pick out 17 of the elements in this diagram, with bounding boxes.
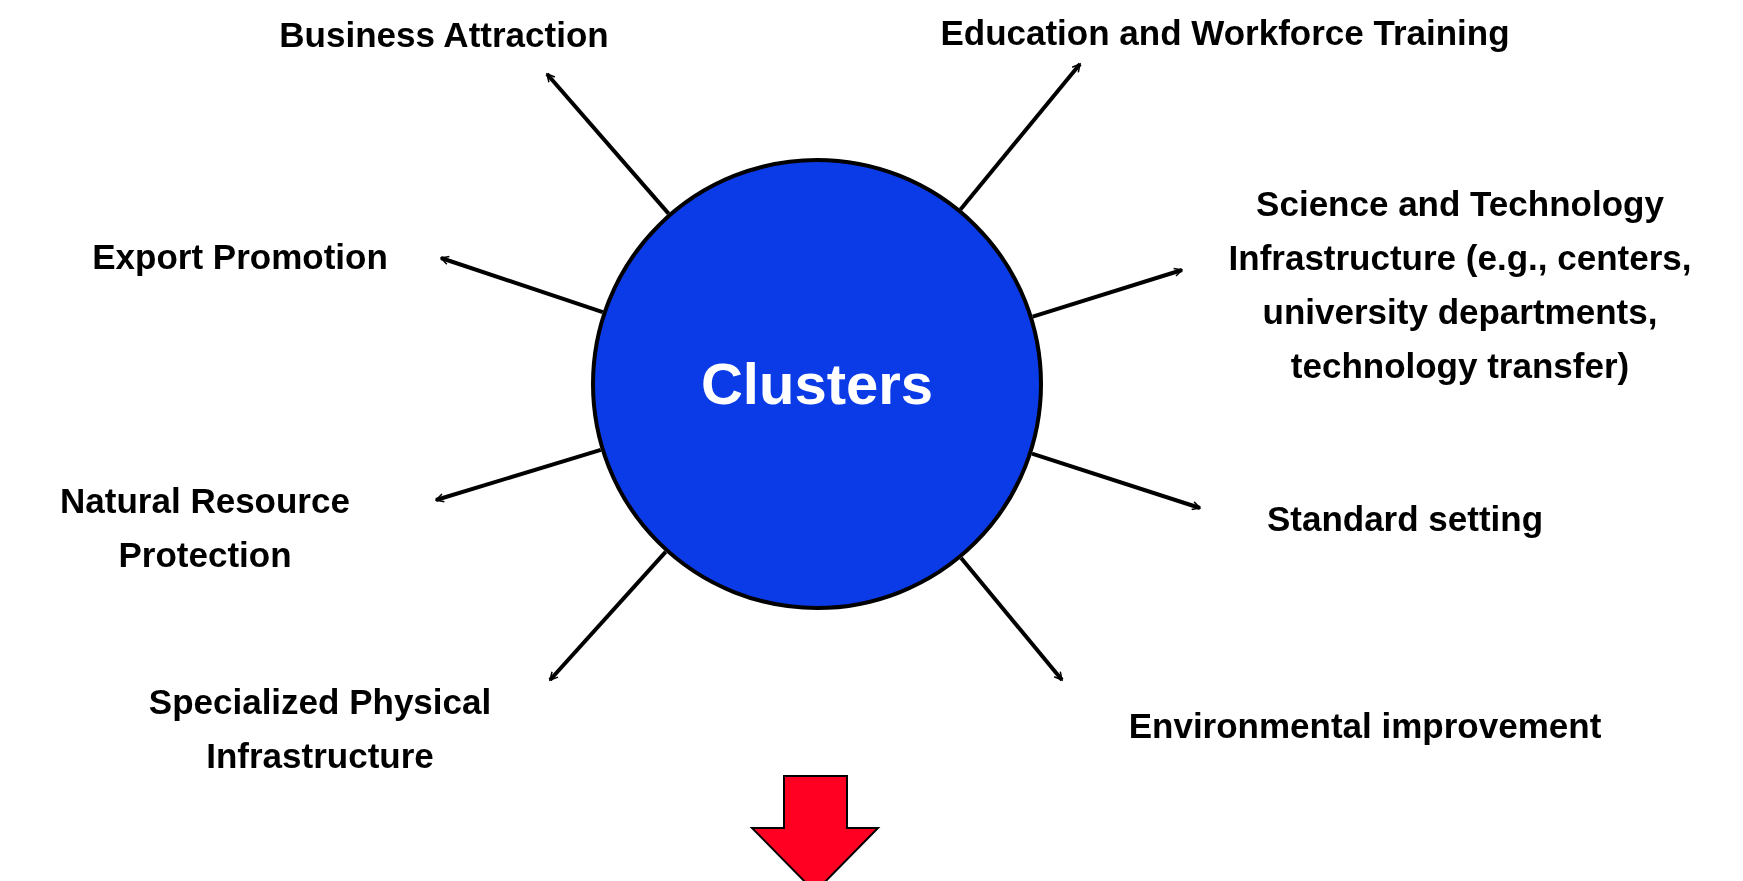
arrow <box>545 72 671 215</box>
node-label: Education and Workforce Training <box>940 11 1510 54</box>
node-label: Specialized Physical Infrastructure <box>147 680 493 777</box>
node-label: Environmental improvement <box>1128 704 1602 747</box>
node-label: Natural Resource Protection <box>59 479 351 576</box>
node-label: Standard setting <box>1266 497 1544 540</box>
arrow <box>959 556 1064 682</box>
arrow <box>435 447 602 503</box>
node-label: Science and Technology Infrastructure (e.g., centers, university departments, technology transfer) <box>1227 182 1693 388</box>
node-label: Export Promotion <box>92 235 388 278</box>
arrow <box>440 255 604 315</box>
arrow <box>1031 451 1201 511</box>
arrow <box>548 550 668 682</box>
node-label: Business Attraction <box>279 13 609 56</box>
arrow <box>1032 267 1183 319</box>
circle-label: Clusters <box>700 350 934 419</box>
arrow <box>958 62 1082 211</box>
